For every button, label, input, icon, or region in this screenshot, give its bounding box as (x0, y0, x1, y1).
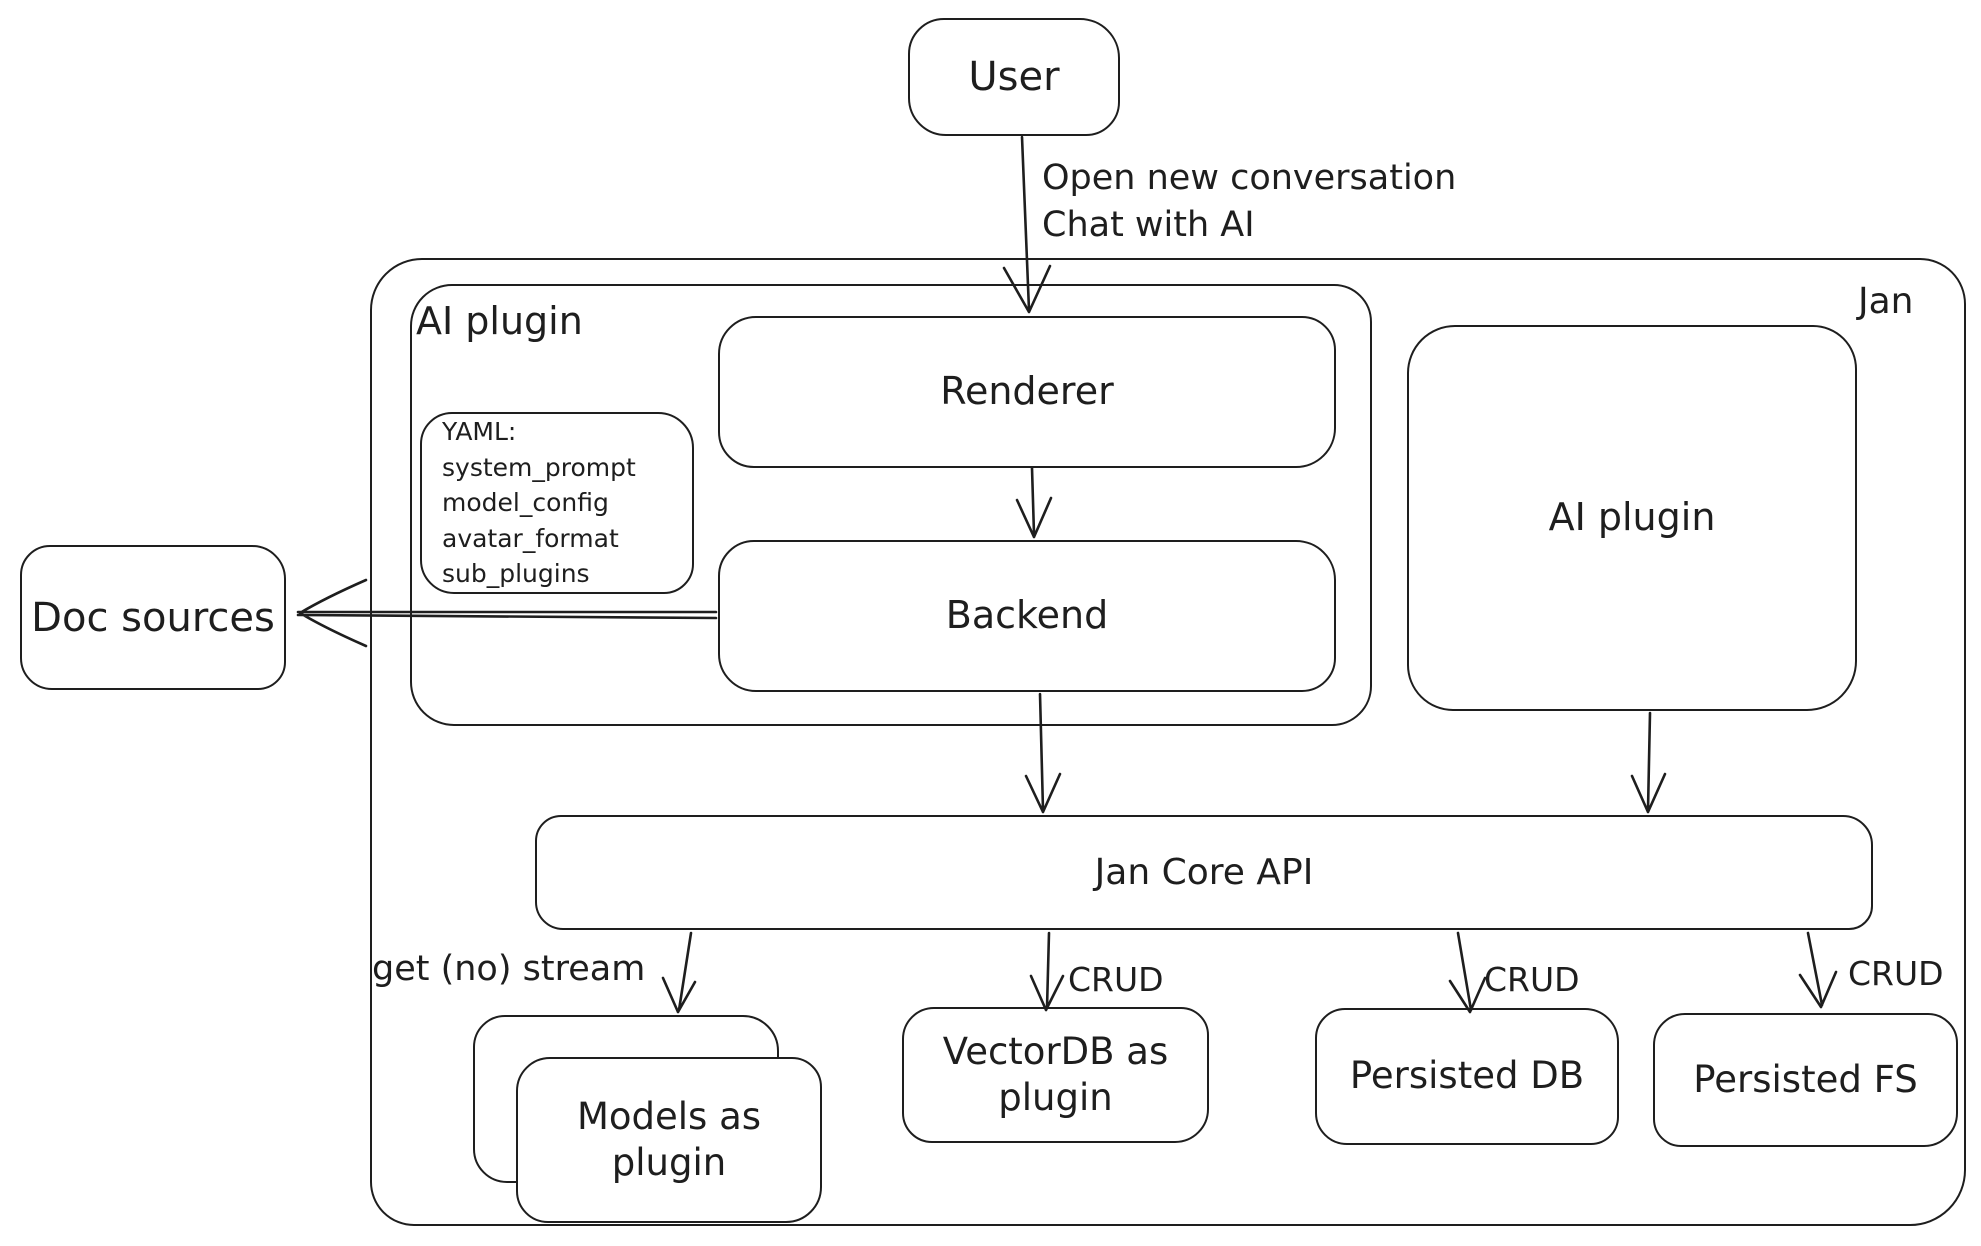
edge-label-crud-persisted-db: CRUD (1484, 960, 1580, 999)
edge-label-get-no-stream: get (no) stream (372, 949, 646, 989)
user-node: User (908, 18, 1120, 136)
models-plugin-node: Models as plugin (516, 1057, 822, 1223)
ai-plugin-container (410, 284, 1372, 726)
ai-plugin-right-node: AI plugin (1407, 325, 1857, 711)
persisted-db-node: Persisted DB (1315, 1008, 1619, 1145)
persisted-fs-node: Persisted FS (1653, 1013, 1958, 1147)
renderer-node: Renderer (718, 316, 1336, 468)
backend-node: Backend (718, 540, 1336, 692)
edge-label-crud-persisted-fs: CRUD (1848, 954, 1944, 993)
edge-label-open-conversation: Open new conversation Chat with AI (1042, 158, 1457, 246)
vectordb-plugin-node: VectorDB as plugin (902, 1007, 1209, 1143)
doc-sources-node: Doc sources (20, 545, 286, 690)
yaml-note: YAML: system_prompt model_config avatar_… (420, 412, 694, 594)
ai-plugin-container-label: AI plugin (416, 299, 583, 343)
jan-container (370, 258, 1966, 1226)
edge-label-crud-vectordb: CRUD (1068, 960, 1164, 999)
jan-container-label: Jan (1858, 281, 1914, 322)
jan-core-api-node: Jan Core API (535, 815, 1873, 930)
